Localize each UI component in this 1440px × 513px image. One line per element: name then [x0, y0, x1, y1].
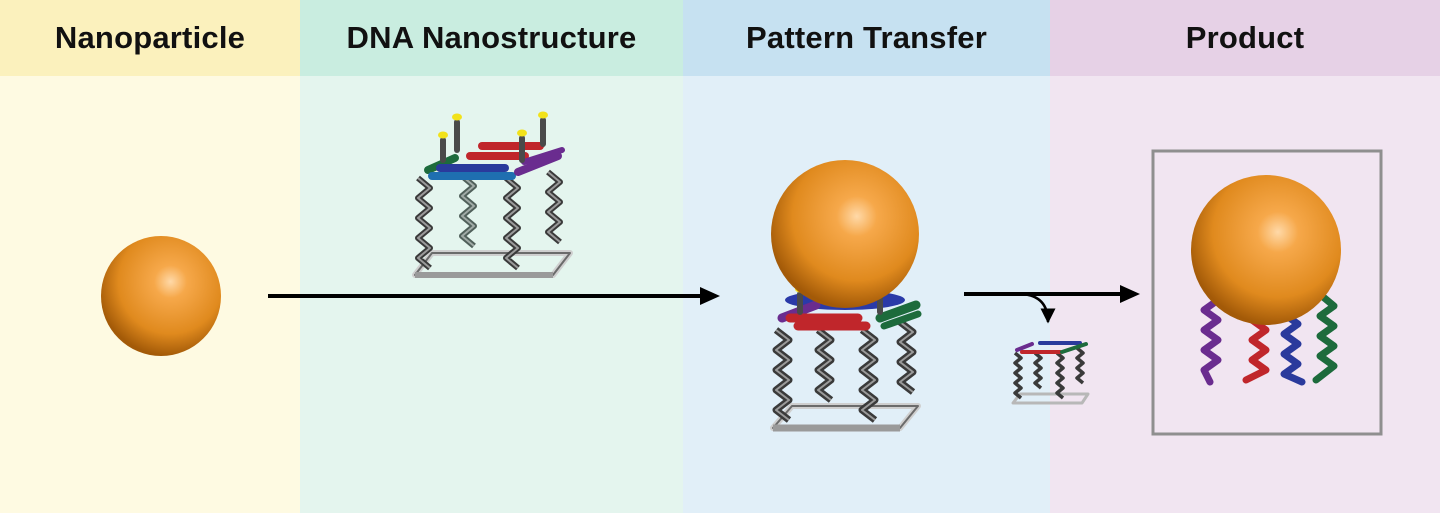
- strand-purple: [1200, 296, 1222, 386]
- column-nanoparticle: Nanoparticle: [0, 0, 300, 513]
- product-frame: [1151, 149, 1383, 436]
- pattern-transfer-assembly: [770, 160, 922, 432]
- gold-nanoparticle: [101, 236, 221, 356]
- released-dna-cage: [1011, 341, 1090, 405]
- strand-green: [1312, 292, 1338, 384]
- gold-nanoparticle-product: [1191, 175, 1341, 325]
- column-title-pattern-transfer: Pattern Transfer: [683, 0, 1050, 76]
- gold-nanoparticle-bound: [771, 160, 919, 308]
- dna-nanostructure-cage: [412, 111, 573, 278]
- column-title-product: Product: [1050, 0, 1440, 76]
- main-arrow: [268, 287, 720, 305]
- column-title-nanoparticle: Nanoparticle: [0, 0, 300, 76]
- release-arrow: [964, 285, 1140, 324]
- column-title-dna-nanostructure: DNA Nanostructure: [300, 0, 683, 76]
